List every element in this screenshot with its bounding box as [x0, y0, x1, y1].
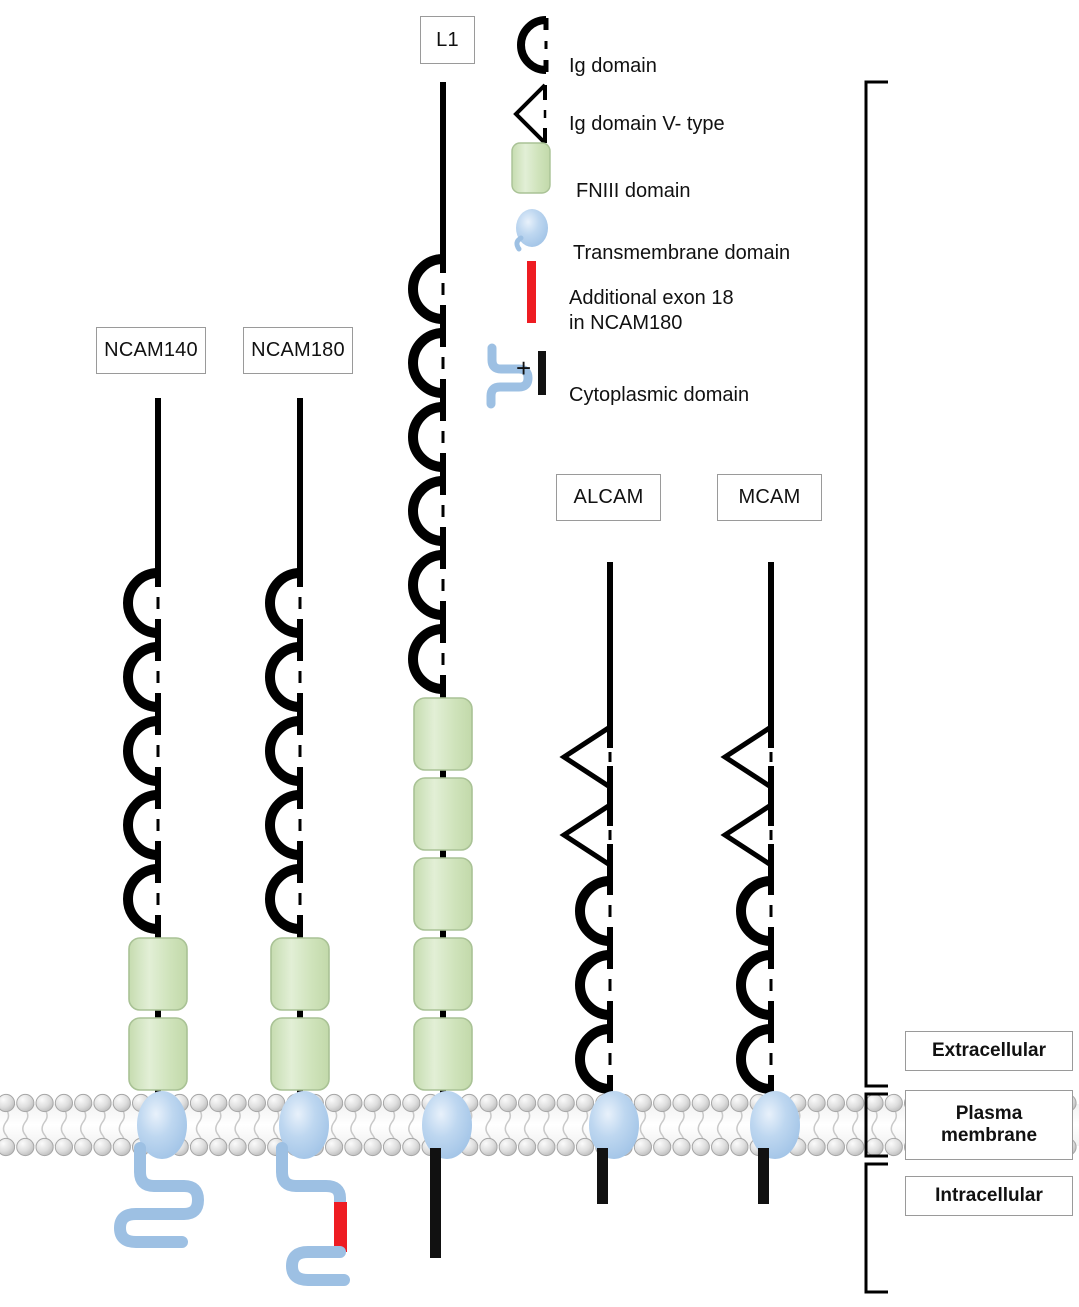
fniii-domain — [413, 692, 473, 776]
compartment-box-extracellular: Extracellular — [905, 1031, 1073, 1071]
transmembrane-domain — [589, 1091, 639, 1159]
ig-domain — [736, 872, 774, 950]
fniii-domain — [270, 1012, 330, 1096]
protein-label-ncam180: NCAM180 — [243, 327, 353, 374]
legend-icons — [486, 16, 551, 409]
ig-domain — [265, 564, 303, 642]
protein-label-text: NCAM180 — [251, 339, 345, 361]
ig-domain — [408, 324, 446, 402]
compartment-text: Intracellular — [935, 1184, 1043, 1206]
legend-label-fniii-domain: FNIII domain — [576, 155, 690, 204]
ig-domain — [123, 860, 161, 938]
cytoplasmic-domain — [276, 1142, 350, 1286]
protein-label-alcam: ALCAM — [556, 474, 661, 521]
ig-v-domain — [720, 796, 774, 874]
protein-ncam140 — [114, 398, 204, 1248]
transmembrane-domain — [279, 1091, 329, 1159]
ig-v-domain — [559, 718, 613, 796]
legend-label-ig-domain: Ig domain — [569, 30, 657, 79]
ig-domain — [408, 472, 446, 550]
ig-domain — [265, 712, 303, 790]
bracket-intracellular — [864, 1162, 888, 1294]
ig-domain — [575, 872, 613, 950]
legend-plus-sign: + — [516, 353, 531, 384]
ig-domain — [408, 546, 446, 624]
ig-v-domain — [720, 718, 774, 796]
fniii-domain — [413, 1012, 473, 1096]
legend-label-cytoplasmic-domain: Cytoplasmic domain — [569, 359, 749, 408]
compartment-text: Extracellular — [931, 1039, 1047, 1061]
ig-domain — [123, 712, 161, 790]
protein-label-ncam140: NCAM140 — [96, 327, 206, 374]
protein-label-text: MCAM — [738, 486, 801, 508]
fniii-rounded-rect-icon — [511, 142, 551, 194]
compartment-box-intracellular: Intracellular — [905, 1176, 1073, 1216]
cytoplasmic-domain — [597, 1148, 608, 1204]
legend-text: FNIII domain — [576, 180, 691, 203]
ig-domain — [575, 946, 613, 1024]
bracket-plasma-membrane — [864, 1092, 888, 1158]
cytoplasmic-squiggle-icon — [486, 343, 533, 409]
ig-domain — [123, 786, 161, 864]
fniii-domain — [413, 772, 473, 856]
ig-v-domain — [559, 796, 613, 874]
transmembrane-ellipse-icon — [514, 209, 548, 252]
fniii-domain — [128, 1012, 188, 1096]
ig-domain — [408, 398, 446, 476]
protein-label-text: L1 — [436, 28, 459, 51]
fniii-domain — [413, 852, 473, 936]
protein-alcam — [559, 562, 639, 1204]
ig-domain — [408, 620, 446, 698]
legend-text: Cytoplasmic domain — [569, 384, 750, 407]
fniii-domain — [128, 932, 188, 1016]
red-bar-icon — [527, 261, 536, 323]
ig-domain — [736, 946, 774, 1024]
legend-label-ig-domain-v-type: Ig domain V- type — [569, 88, 725, 137]
protein-label-text: NCAM140 — [104, 339, 198, 361]
cytoplasmic-domain — [758, 1148, 769, 1204]
ig-domain — [575, 1020, 613, 1098]
ig-domain — [408, 250, 446, 328]
ig-domain — [265, 786, 303, 864]
ig-domain — [265, 638, 303, 716]
ig-diamond-icon — [513, 83, 547, 145]
legend-text: Transmembrane domain — [573, 242, 791, 265]
protein-ncam180 — [265, 398, 350, 1286]
transmembrane-domain — [422, 1091, 472, 1159]
ig-domain — [736, 1020, 774, 1098]
ig-domain — [123, 638, 161, 716]
ig-c-shape-icon — [517, 16, 549, 74]
cytoplasmic-domain — [114, 1142, 204, 1248]
legend-text: Ig domain — [569, 55, 657, 78]
ig-domain — [123, 564, 161, 642]
protein-mcam — [720, 562, 800, 1204]
exon-18-segment — [334, 1202, 347, 1252]
fniii-domain — [270, 932, 330, 1016]
protein-l1 — [408, 82, 473, 1258]
transmembrane-domain — [137, 1091, 187, 1159]
legend-label-transmembrane: Transmembrane domain — [573, 217, 790, 266]
plus-text: + — [516, 353, 532, 383]
transmembrane-domain — [750, 1091, 800, 1159]
fniii-domain — [413, 932, 473, 1016]
cytoplasmic-black-bar-icon — [538, 351, 546, 395]
compartment-brackets — [864, 80, 888, 1294]
protein-label-mcam: MCAM — [717, 474, 822, 521]
protein-label-l1: L1 — [420, 16, 475, 64]
legend-text: Ig domain V- type — [569, 113, 725, 136]
bracket-extracellular — [864, 80, 888, 1088]
cytoplasmic-domain — [430, 1148, 441, 1258]
protein-label-text: ALCAM — [573, 486, 644, 508]
ig-domain — [265, 860, 303, 938]
